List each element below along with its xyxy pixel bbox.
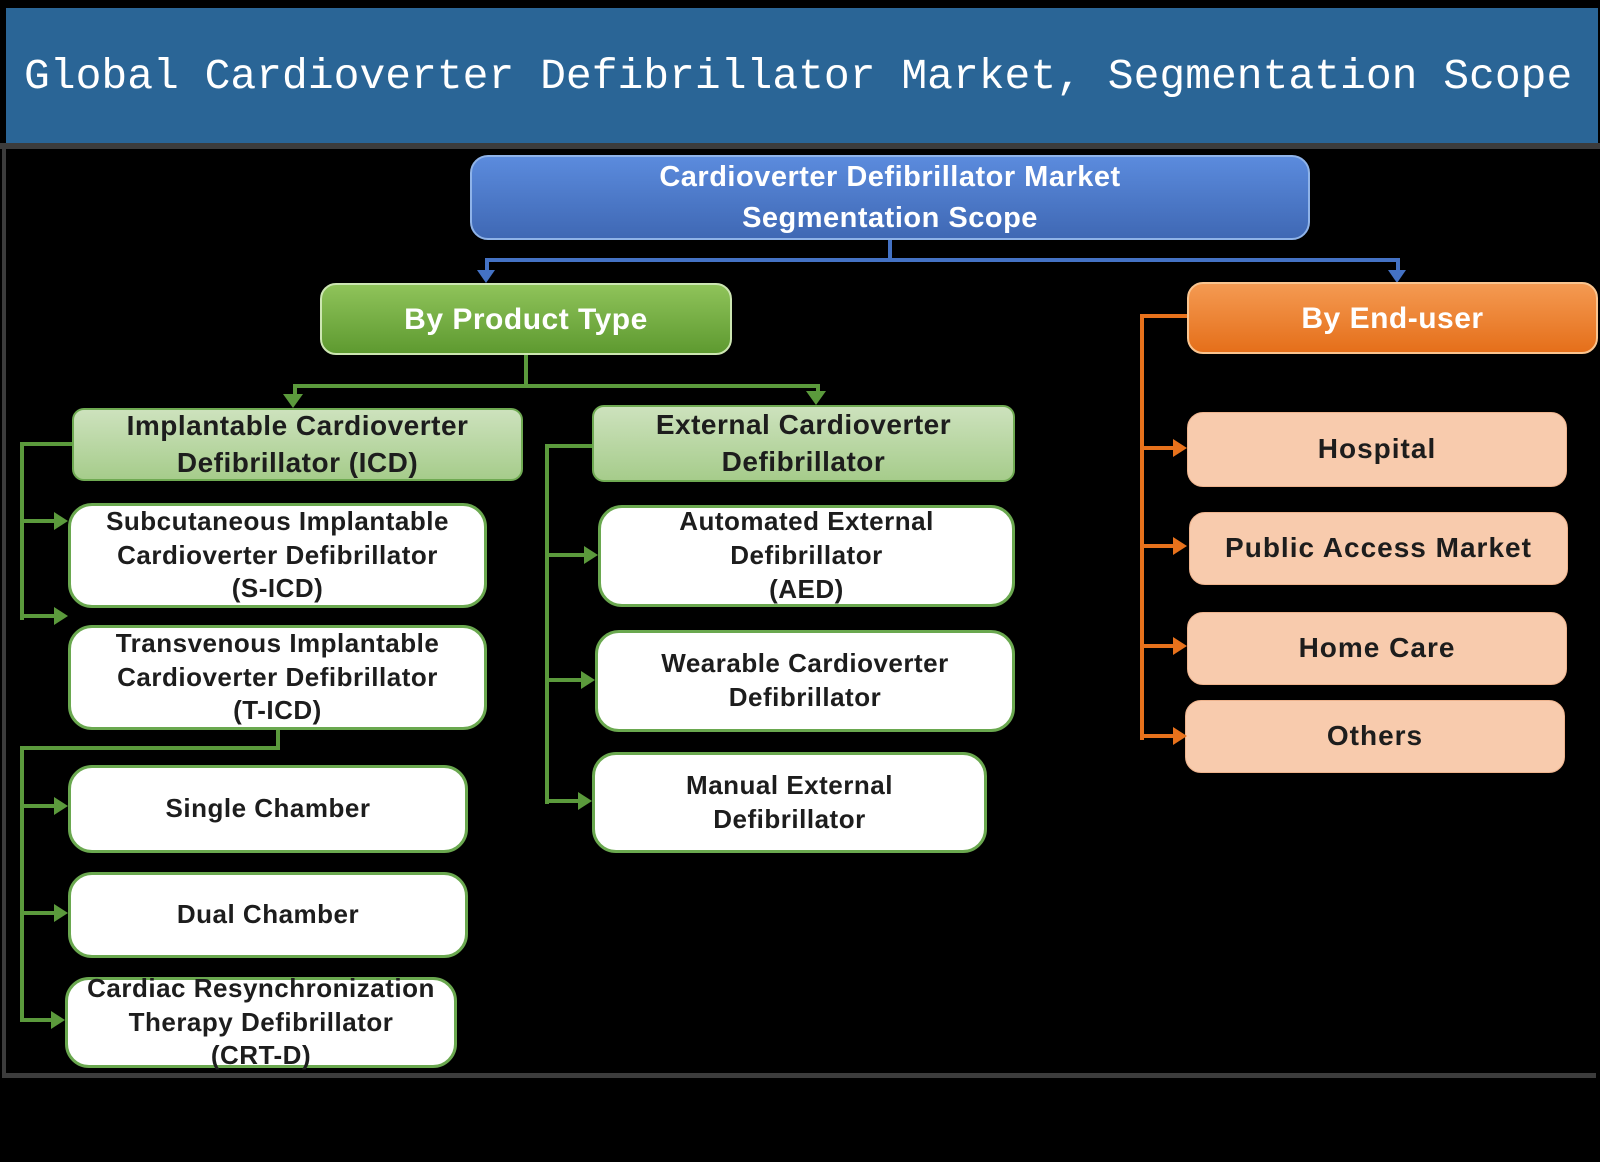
connector-icd-out bbox=[20, 442, 72, 446]
arrow-right-icon bbox=[1173, 439, 1187, 457]
connector-drop-product bbox=[485, 258, 489, 272]
arrow-right-icon bbox=[1173, 637, 1187, 655]
arrow-right-icon bbox=[51, 1011, 65, 1029]
connector-drop-icd bbox=[293, 384, 297, 396]
node-dual-chamber: Dual Chamber bbox=[68, 872, 468, 958]
arrow-right-icon bbox=[581, 671, 595, 689]
connector-enduser-out bbox=[1140, 314, 1187, 318]
node-icd: Implantable Cardioverter Defibrillator (… bbox=[72, 408, 523, 481]
node-public-access-market: Public Access Market bbox=[1189, 512, 1568, 585]
connector-subtype-spine bbox=[20, 746, 24, 1022]
connector-branch-dual bbox=[24, 911, 56, 915]
node-aed: Automated External Defibrillator (AED) bbox=[598, 505, 1015, 607]
arrow-right-icon bbox=[584, 546, 598, 564]
connector-enduser-spine bbox=[1140, 314, 1144, 740]
connector-drop-external bbox=[816, 384, 820, 396]
connector-branch-single bbox=[24, 804, 56, 808]
node-external: External Cardioverter Defibrillator bbox=[592, 405, 1015, 482]
connector-branch-manual bbox=[549, 799, 579, 803]
node-by-end-user: By End-user bbox=[1187, 282, 1598, 354]
node-others: Others bbox=[1185, 700, 1565, 773]
arrow-down-icon bbox=[806, 391, 826, 405]
connector-root-horizontal bbox=[485, 258, 1400, 262]
connector-external-spine bbox=[545, 444, 549, 804]
arrow-right-icon bbox=[54, 607, 68, 625]
arrow-right-icon bbox=[54, 512, 68, 530]
bottom-frame-line bbox=[2, 1073, 1596, 1078]
connector-branch-wearable bbox=[549, 678, 582, 682]
node-by-product-type: By Product Type bbox=[320, 283, 732, 355]
connector-branch-aed bbox=[549, 553, 585, 557]
title-bar: Global Cardioverter Defibrillator Market… bbox=[6, 8, 1598, 144]
node-crt-d: Cardiac Resynchronization Therapy Defibr… bbox=[65, 973, 457, 1070]
node-s-icd: Subcutaneous Implantable Cardioverter De… bbox=[68, 503, 487, 608]
divider-under-title bbox=[0, 143, 1600, 149]
connector-branch-sicd bbox=[24, 519, 56, 523]
node-single-chamber: Single Chamber bbox=[68, 765, 468, 853]
arrow-right-icon bbox=[578, 792, 592, 810]
connector-branch-homecare bbox=[1144, 644, 1174, 648]
arrow-right-icon bbox=[54, 904, 68, 922]
node-root: Cardioverter Defibrillator Market Segmen… bbox=[470, 155, 1310, 240]
arrow-down-icon bbox=[477, 270, 495, 283]
connector-product-stem bbox=[524, 355, 528, 386]
connector-branch-ticd bbox=[24, 614, 56, 618]
connector-icd-spine bbox=[20, 442, 24, 620]
node-hospital: Hospital bbox=[1187, 412, 1567, 487]
page-title: Global Cardioverter Defibrillator Market… bbox=[24, 51, 1573, 101]
node-wearable: Wearable Cardioverter Defibrillator bbox=[595, 630, 1015, 732]
connector-ticd-stem bbox=[276, 730, 280, 748]
connector-branch-others bbox=[1144, 734, 1174, 738]
arrow-right-icon bbox=[1173, 537, 1187, 555]
connector-branch-public bbox=[1144, 544, 1174, 548]
arrow-down-icon bbox=[1388, 270, 1406, 283]
connector-root-stem bbox=[888, 240, 892, 262]
arrow-down-icon bbox=[283, 394, 303, 408]
connector-ticd-horizontal bbox=[20, 746, 280, 750]
connector-branch-hospital bbox=[1144, 446, 1174, 450]
arrow-right-icon bbox=[54, 797, 68, 815]
node-home-care: Home Care bbox=[1187, 612, 1567, 685]
connector-product-horizontal bbox=[293, 384, 820, 388]
connector-drop-enduser bbox=[1396, 258, 1400, 272]
node-t-icd: Transvenous Implantable Cardioverter Def… bbox=[68, 625, 487, 730]
arrow-right-icon bbox=[1173, 727, 1187, 745]
connector-external-out bbox=[545, 444, 592, 448]
connector-branch-crtd bbox=[24, 1018, 54, 1022]
left-frame-line bbox=[2, 149, 6, 1076]
node-manual: Manual External Defibrillator bbox=[592, 752, 987, 853]
